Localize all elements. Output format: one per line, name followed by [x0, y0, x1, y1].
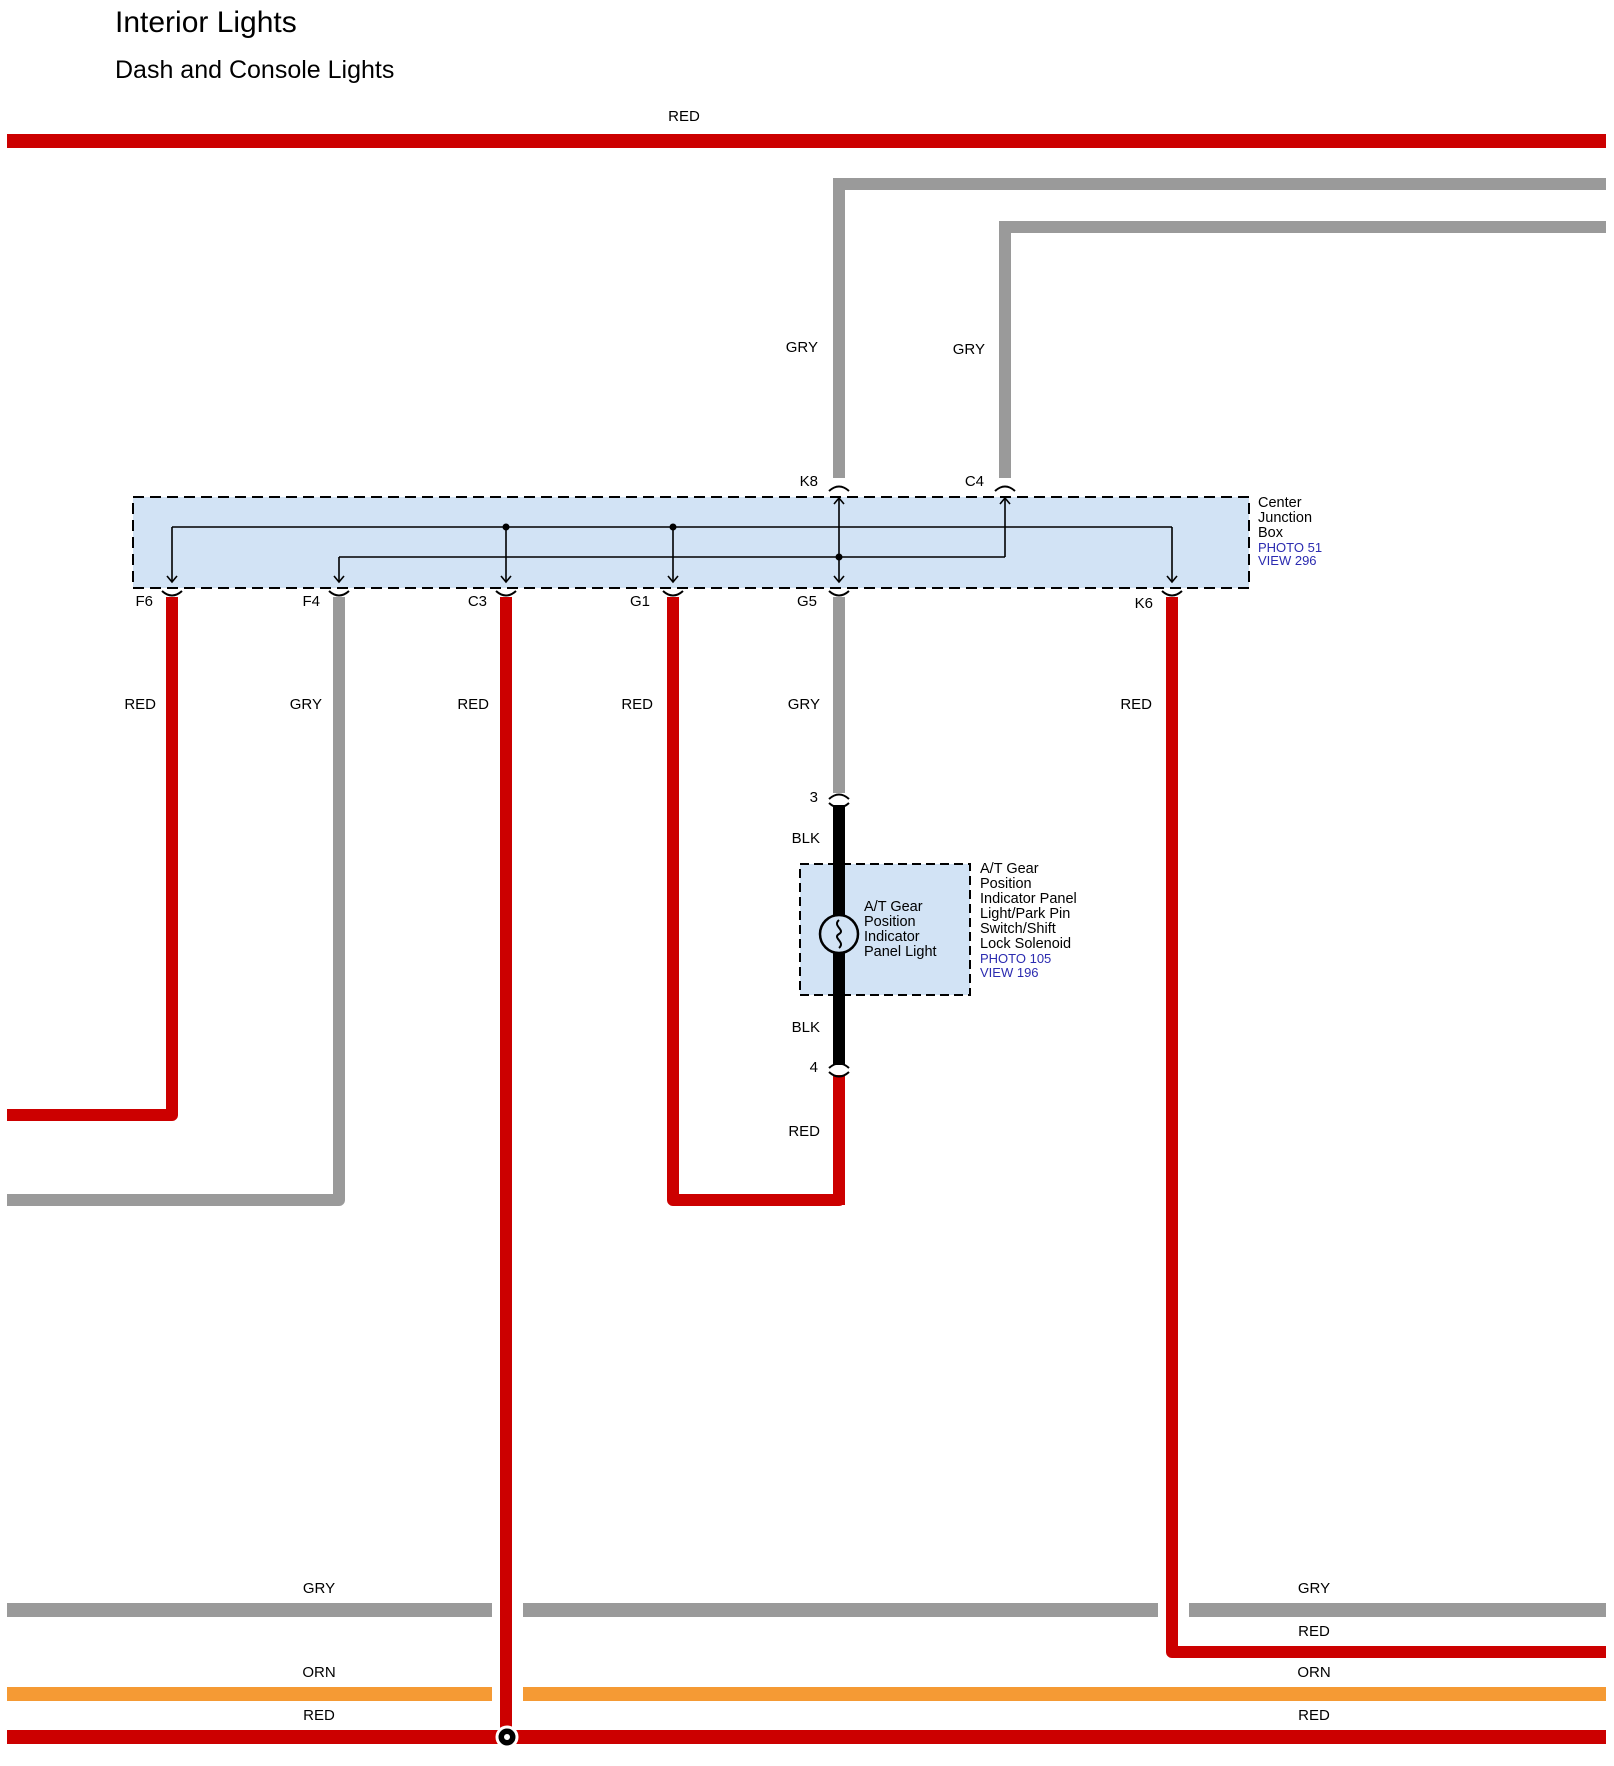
page-title: Interior Lights [115, 6, 297, 39]
terminal-3-top [828, 793, 850, 800]
terminal-g1 [662, 590, 684, 597]
gear-name-line: Switch/Shift [980, 921, 1056, 937]
wire-label-g5: GRY [788, 696, 820, 713]
gear-inner-line: Panel Light [864, 944, 937, 960]
pin-label-k6: K6 [1135, 595, 1153, 612]
terminal-k8 [828, 485, 850, 492]
pin-label-g1: G1 [630, 593, 650, 610]
gear-name-line: Lock Solenoid [980, 936, 1071, 952]
terminal-f4 [328, 590, 350, 597]
pin-label-c3: C3 [468, 593, 487, 610]
center-junction-box-label: Center Junction Box PHOTO 51 VIEW 296 [1258, 495, 1322, 568]
pin-label-g5: G5 [797, 593, 817, 610]
junction-dot [502, 523, 510, 531]
connector-terminals [161, 485, 1183, 1078]
gear-photo-ref: PHOTO 105 [980, 951, 1051, 966]
cjb-name-line: Junction [1258, 510, 1312, 526]
wire-label-bottom-red-right2: RED [1298, 1707, 1330, 1724]
pin-label-4: 4 [810, 1059, 818, 1076]
page-subtitle: Dash and Console Lights [115, 56, 395, 84]
gear-name-line: A/T Gear [980, 861, 1039, 877]
junction-dot [669, 523, 677, 531]
wire-label-pin4-red: RED [788, 1123, 820, 1140]
wire-label-bottom-orn-right: ORN [1297, 1664, 1330, 1681]
bulb-filament-icon [836, 919, 842, 949]
wire-label-c3: RED [457, 696, 489, 713]
pin-label-f6: F6 [135, 593, 153, 610]
gear-inner-line: Position [864, 914, 916, 930]
f6-red-wire [7, 597, 178, 1121]
terminal-4-top [828, 1062, 850, 1069]
cjb-photo-ref: PHOTO 51 [1258, 540, 1322, 555]
wire-label-f4: GRY [290, 696, 322, 713]
terminal-c4 [994, 485, 1016, 492]
wire-label-c4: GRY [953, 341, 985, 358]
wire-label-k6: RED [1120, 696, 1152, 713]
gear-indicator-inner-label: A/T Gear Position Indicator Panel Light [864, 899, 937, 960]
splice-point-center [504, 1734, 510, 1740]
gear-indicator-name: A/T Gear Position Indicator Panel Light/… [980, 861, 1077, 980]
k8-upper-gry-wire [833, 178, 1606, 478]
wire-label-top-red: RED [668, 108, 700, 125]
pin-label-c4: C4 [965, 473, 984, 490]
pin-label-3: 3 [810, 789, 818, 806]
terminal-g5 [828, 590, 850, 597]
wire-label-bottom-red-right: RED [1298, 1623, 1330, 1640]
wire-label-f6: RED [124, 696, 156, 713]
gear-view-ref: VIEW 196 [980, 965, 1039, 980]
wire-label-bottom-gry-left: GRY [303, 1580, 335, 1597]
wire-label-blk-upper: BLK [792, 830, 820, 847]
junction-dot [835, 553, 843, 561]
terminal-f6 [161, 590, 183, 597]
wire-label-k8: GRY [786, 339, 818, 356]
terminal-4-bottom [828, 1071, 850, 1078]
cjb-view-ref: VIEW 296 [1258, 553, 1317, 568]
cjb-name-line: Center [1258, 495, 1302, 511]
k6-red-wire [1166, 597, 1606, 1658]
center-junction-box [132, 496, 1250, 589]
terminal-3-bottom [828, 802, 850, 809]
gear-inner-line: Indicator [864, 929, 920, 945]
wire-label-bottom-orn-left: ORN [302, 1664, 335, 1681]
wire-label-g1: RED [621, 696, 653, 713]
wire-label-bottom-gry-right: GRY [1298, 1580, 1330, 1597]
terminal-c3 [495, 590, 517, 597]
wire-label-blk-lower: BLK [792, 1019, 820, 1036]
c4-upper-gry-wire [999, 221, 1606, 478]
gear-name-line: Indicator Panel [980, 891, 1077, 907]
cjb-name-line: Box [1258, 525, 1284, 541]
gear-name-line: Light/Park Pin [980, 906, 1070, 922]
gear-inner-line: A/T Gear [864, 899, 923, 915]
terminal-k6 [1161, 590, 1183, 597]
gear-name-line: Position [980, 876, 1032, 892]
wire-label-bottom-red-left: RED [303, 1707, 335, 1724]
pin-label-f4: F4 [302, 593, 320, 610]
f4-gry-wire [7, 597, 345, 1206]
pin-label-k8: K8 [800, 473, 818, 490]
